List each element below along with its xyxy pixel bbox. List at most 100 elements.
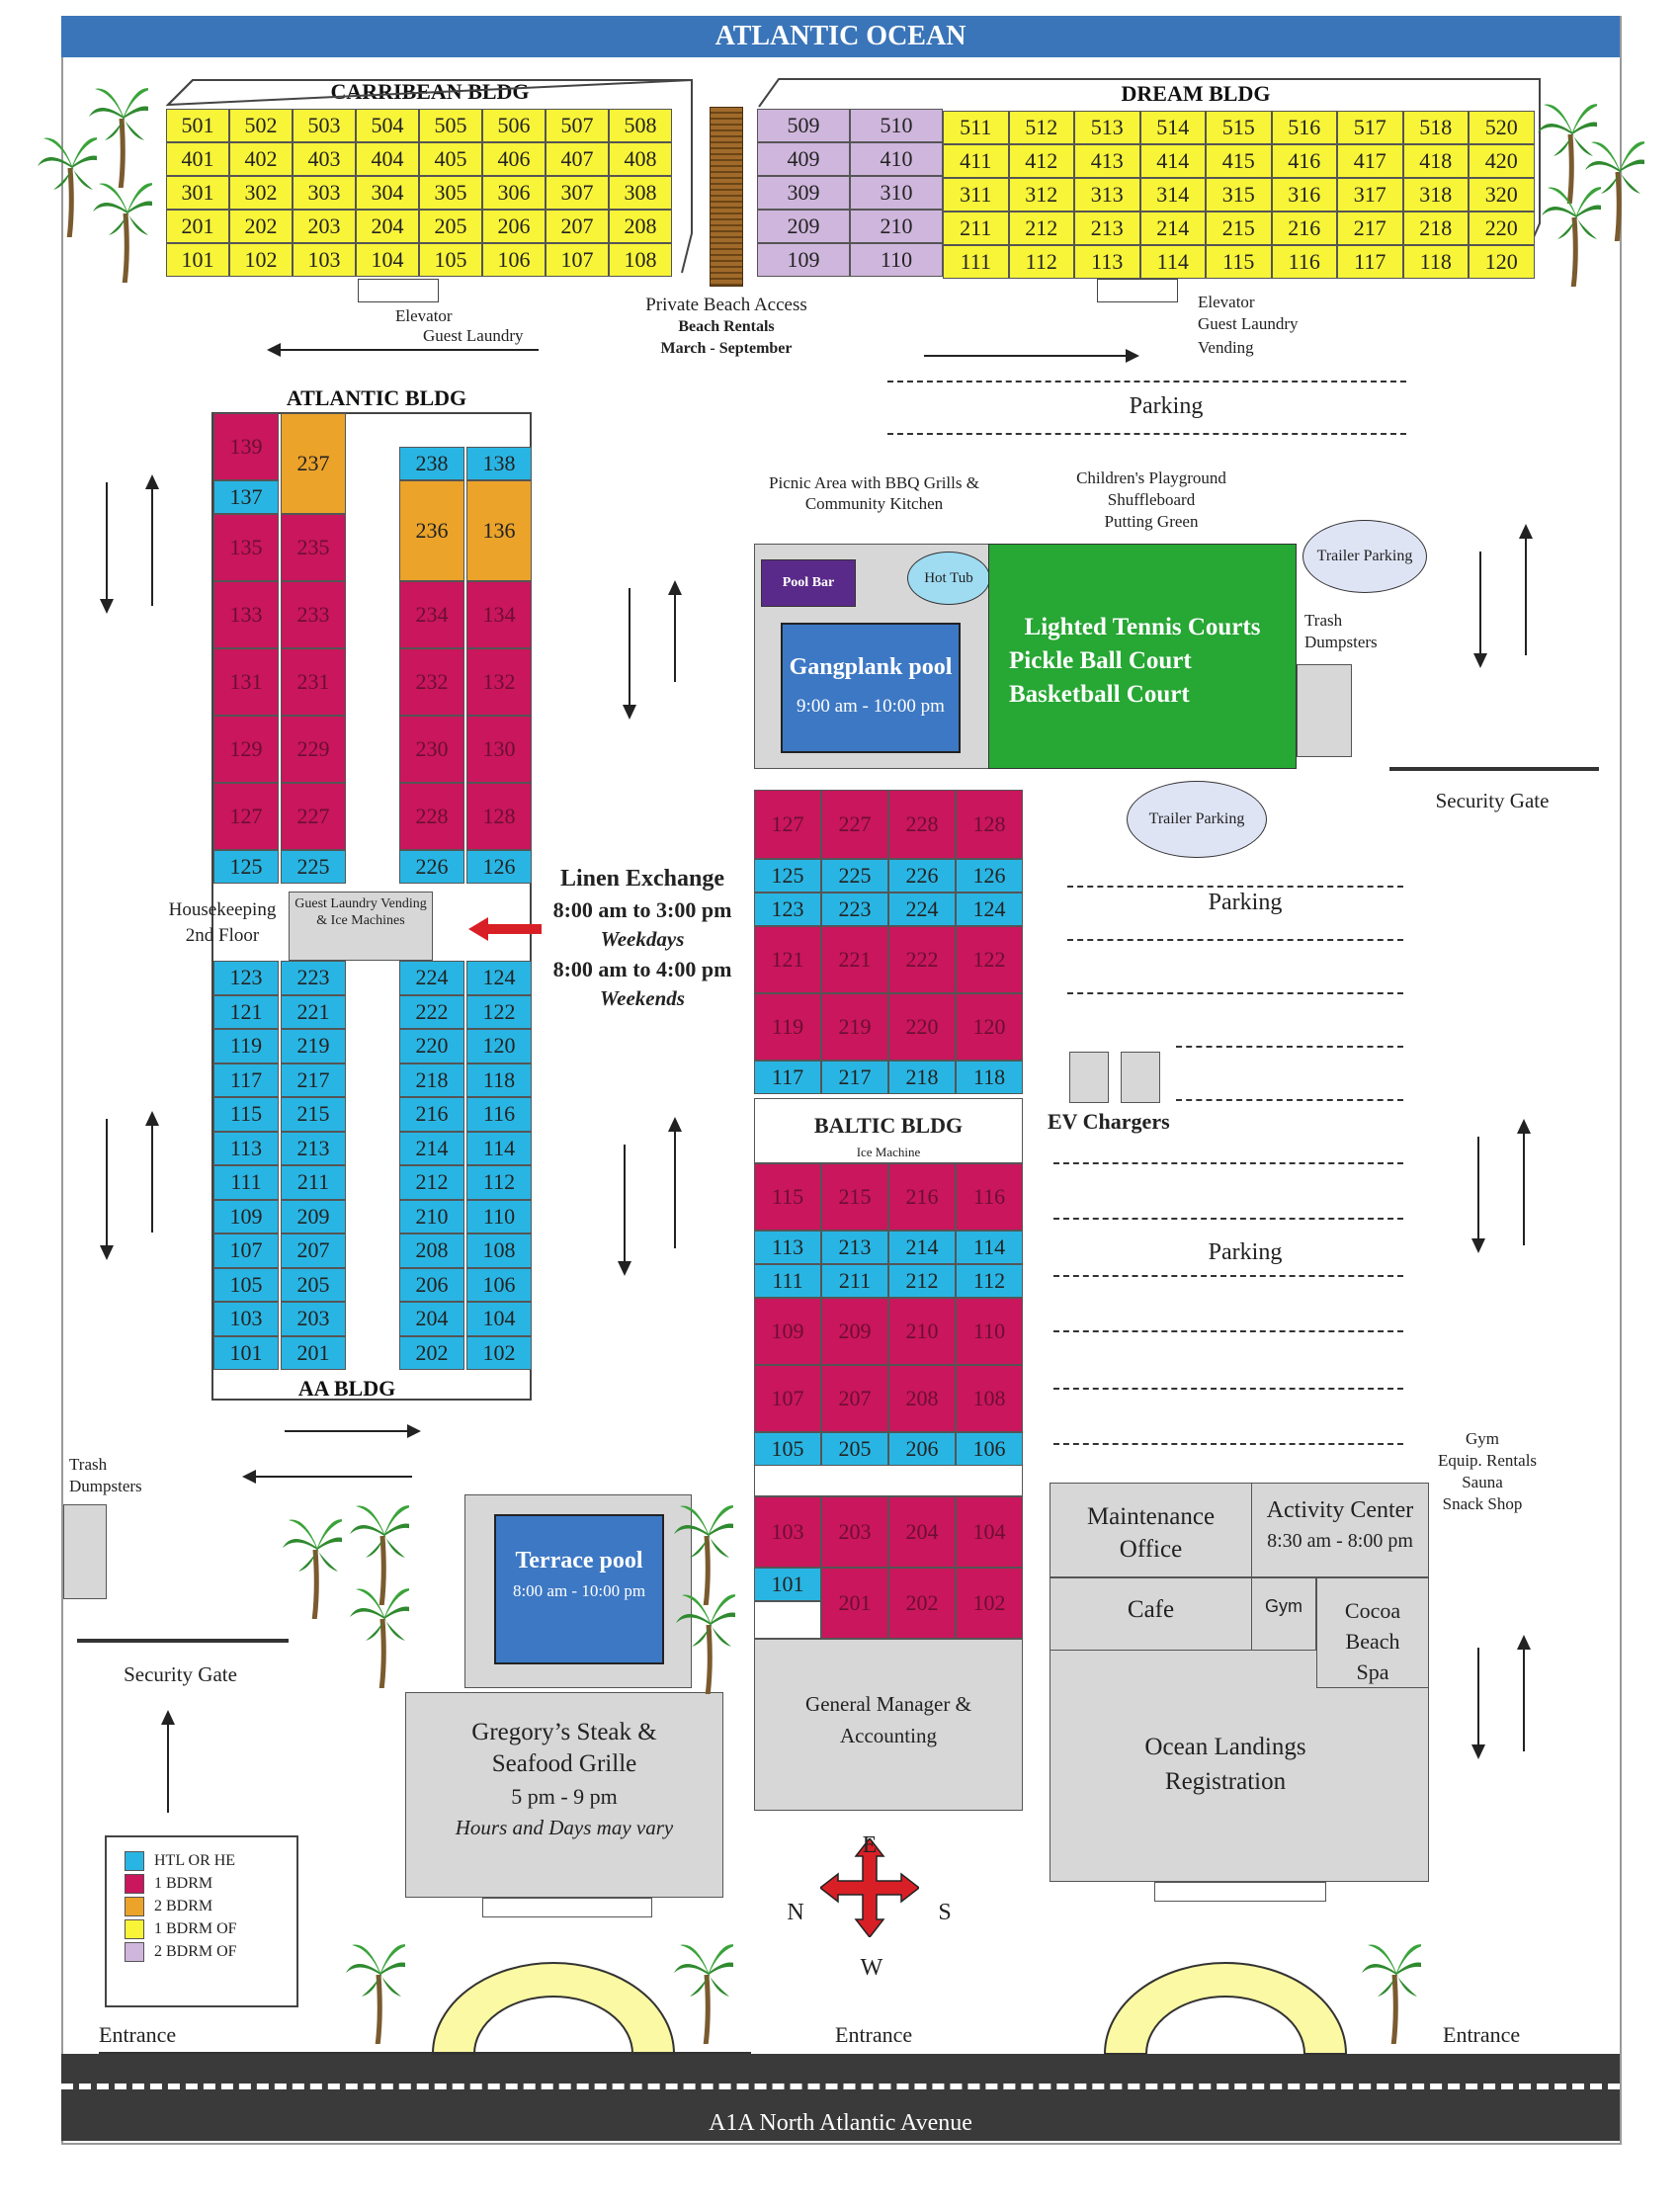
unit-211: 211 (821, 1264, 888, 1298)
grille-note: Hours and Days may vary (455, 1816, 674, 1839)
unit-108: 108 (609, 243, 672, 277)
trash-dumpster-left (63, 1504, 107, 1599)
laundry-label-left: Guest Laundry (423, 326, 524, 345)
unit-204: 204 (356, 210, 419, 243)
maintenance-office: Maintenance Office (1050, 1483, 1252, 1577)
grille: Gregory’s Steak & Seafood Grille 5 pm - … (405, 1692, 723, 1898)
palm-tree-icon (1362, 1944, 1421, 2044)
unit-225: 225 (821, 859, 888, 893)
arrows-vertical-right-bottom (1471, 1635, 1531, 1759)
parking-line (1176, 1099, 1403, 1101)
parking-line (887, 433, 1406, 435)
unit-507: 507 (546, 109, 609, 142)
unit-508: 508 (609, 109, 672, 142)
tennis-courts: Lighted Tennis Courts Pickle Ball Court … (988, 544, 1297, 769)
unit-109: 109 (757, 243, 850, 277)
grille-name-2: Seafood Grille (491, 1750, 637, 1777)
legend: HTL OR HE 1 BDRM 2 BDRM 1 BDRM OF 2 BDRM… (105, 1835, 298, 2007)
unit-202: 202 (229, 210, 293, 243)
unit-213: 213 (821, 1231, 888, 1264)
palm-tree-icon (93, 183, 152, 283)
unit-223: 223 (281, 961, 346, 995)
unit-115: 115 (1206, 245, 1272, 279)
unit-128: 128 (956, 790, 1023, 859)
unit-127: 127 (213, 783, 279, 850)
unit-103: 103 (213, 1302, 279, 1336)
gangplank-pool: Gangplank pool 9:00 am - 10:00 pm (781, 623, 961, 753)
unit-119: 119 (754, 993, 821, 1061)
unit-509: 509 (757, 109, 850, 142)
legend-swatch (125, 1851, 144, 1871)
grille-name-1: Gregory’s Steak & (471, 1719, 657, 1745)
unit-311: 311 (943, 178, 1009, 212)
terrace-pool-label: Terrace pool (515, 1548, 643, 1573)
unit-125: 125 (754, 859, 821, 893)
parking-line (1053, 1330, 1403, 1332)
legend-swatch (125, 1874, 144, 1894)
unit-211: 211 (943, 212, 1009, 245)
unit-110: 110 (850, 243, 943, 277)
ev-chargers-label: EV Chargers (1048, 1109, 1170, 1134)
entrance-center: Entrance (835, 2022, 913, 2047)
grille-hours: 5 pm - 9 pm (511, 1784, 618, 1809)
unit-231: 231 (281, 648, 346, 716)
arrow-west-aa (242, 1470, 412, 1484)
entrance-left: Entrance (99, 2022, 177, 2047)
unit-205: 205 (821, 1432, 888, 1466)
unit-109: 109 (213, 1199, 279, 1233)
linen-weekend-hours: 8:00 am to 4:00 pm (552, 957, 732, 981)
arrows-vertical-center-bottom (618, 1117, 682, 1276)
unit-110: 110 (956, 1298, 1023, 1365)
unit-217: 217 (281, 1063, 346, 1097)
unit-102: 102 (229, 243, 293, 277)
unit-120: 120 (466, 1029, 532, 1063)
palm-tree-icon (1542, 187, 1601, 287)
unit-518: 518 (1402, 111, 1469, 144)
gym-room: Gym (1251, 1577, 1316, 1651)
unit-101: 101 (213, 1335, 279, 1370)
unit-404: 404 (356, 142, 419, 176)
unit-417: 417 (1337, 144, 1403, 178)
palm-tree-icon (674, 1505, 733, 1605)
unit-217: 217 (821, 1061, 888, 1094)
unit-224: 224 (888, 893, 956, 926)
unit-315: 315 (1206, 178, 1272, 212)
unit-124: 124 (956, 893, 1023, 926)
unit-516: 516 (1271, 111, 1337, 144)
unit-111: 111 (754, 1264, 821, 1298)
unit-221: 221 (281, 994, 346, 1029)
unit-230: 230 (399, 716, 464, 783)
atlantic-bldg-title: ATLANTIC BLDG (286, 385, 467, 410)
unit-120: 120 (956, 993, 1023, 1061)
unit-126: 126 (956, 859, 1023, 893)
unit-506: 506 (482, 109, 546, 142)
unit-119: 119 (213, 1029, 279, 1063)
unit-122: 122 (466, 994, 532, 1029)
unit-406: 406 (482, 142, 546, 176)
arrows-vertical-left-top (100, 474, 159, 614)
unit-103: 103 (754, 1496, 821, 1568)
palm-tree-icon (350, 1505, 409, 1605)
unit-101: 101 (166, 243, 229, 277)
parking-line (1053, 1275, 1403, 1277)
parking-line (1067, 939, 1403, 941)
unit-218: 218 (1402, 212, 1469, 245)
unit-137: 137 (213, 480, 279, 514)
ev-charger (1069, 1052, 1109, 1103)
unit-133: 133 (213, 581, 279, 648)
unit-520: 520 (1469, 111, 1535, 144)
playground-label: Children's Playground (1076, 468, 1226, 487)
unit-206: 206 (888, 1432, 956, 1466)
unit-121: 121 (213, 994, 279, 1029)
unit-112: 112 (1008, 245, 1074, 279)
baltic-bldg-title: BALTIC BLDG (813, 1113, 964, 1138)
unit-234: 234 (399, 581, 464, 648)
unit-408: 408 (609, 142, 672, 176)
terrace-pool: Terrace pool 8:00 am - 10:00 pm (494, 1514, 664, 1664)
unit-106: 106 (466, 1267, 532, 1302)
unit-413: 413 (1074, 144, 1140, 178)
unit-210: 210 (888, 1298, 956, 1365)
unit-220: 220 (399, 1029, 464, 1063)
gym-list-3: Sauna (1462, 1473, 1503, 1491)
security-gate-right (1389, 767, 1599, 771)
